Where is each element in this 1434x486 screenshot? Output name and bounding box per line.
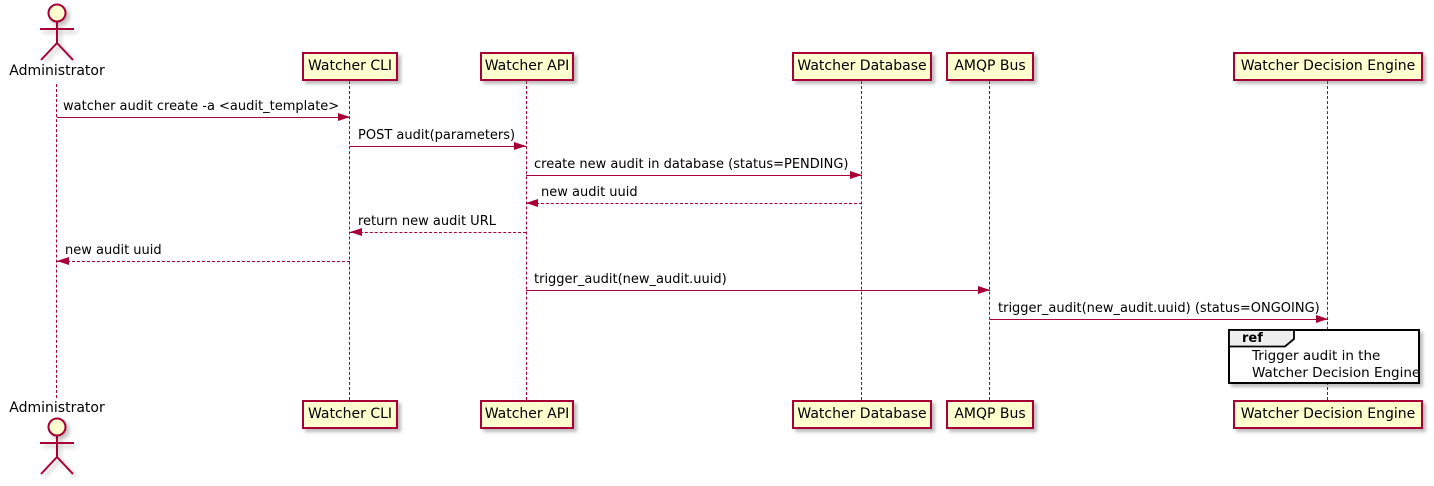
actor-icon	[40, 417, 74, 475]
message-line	[350, 146, 526, 147]
message-line	[526, 175, 862, 176]
participant-watcher-database-top: Watcher Database	[792, 52, 932, 81]
participant-watcher-api-bottom: Watcher API	[480, 400, 574, 429]
message-line	[526, 203, 862, 204]
message-line	[350, 232, 526, 233]
arrowhead-right-icon	[338, 113, 350, 121]
lifeline-watcher-cli	[349, 81, 350, 400]
participant-watcher-cli-top: Watcher CLI	[302, 52, 398, 81]
ref-text-line-1: Trigger audit in the	[1252, 348, 1381, 364]
participant-amqp-bus-bottom: AMQP Bus	[946, 400, 1034, 429]
ref-tag-pentagon-icon	[1228, 329, 1295, 348]
arrowhead-right-icon	[978, 286, 990, 294]
ref-fragment: ref Trigger audit in the Watcher Decisio…	[1228, 329, 1420, 384]
participant-watcher-cli-bottom: Watcher CLI	[302, 400, 398, 429]
ref-text-line-2: Watcher Decision Engine	[1252, 365, 1421, 381]
message-label: create new audit in database (status=PEN…	[534, 157, 849, 172]
message-label: new audit uuid	[65, 243, 162, 258]
arrowhead-left-icon	[350, 228, 362, 236]
ref-tag-label: ref	[1242, 331, 1263, 346]
message-label: trigger_audit(new_audit.uuid) (status=ON…	[998, 301, 1320, 316]
actor-icon	[40, 3, 74, 61]
participant-watcher-decision-engine-bottom: Watcher Decision Engine	[1233, 400, 1423, 429]
lifeline-watcher-database	[861, 81, 862, 400]
message-label: POST audit(parameters)	[358, 128, 516, 143]
actor-label-bottom: Administrator	[9, 400, 105, 416]
message-label: return new audit URL	[358, 214, 496, 229]
lifeline-administrator	[56, 84, 57, 398]
actor-label-top: Administrator	[9, 63, 105, 79]
message-line	[57, 117, 350, 118]
participant-watcher-api-top: Watcher API	[480, 52, 574, 81]
participant-amqp-bus-top: AMQP Bus	[946, 52, 1034, 81]
arrowhead-left-icon	[526, 199, 538, 207]
participant-watcher-decision-engine-top: Watcher Decision Engine	[1233, 52, 1423, 81]
message-label: trigger_audit(new_audit.uuid)	[534, 272, 727, 287]
message-line	[990, 319, 1328, 320]
lifeline-watcher-decision-engine	[1327, 81, 1328, 400]
arrowhead-right-icon	[850, 171, 862, 179]
message-line	[57, 261, 350, 262]
participant-watcher-database-bottom: Watcher Database	[792, 400, 932, 429]
arrowhead-right-icon	[514, 142, 526, 150]
lifeline-watcher-api	[526, 81, 527, 400]
lifeline-amqp-bus	[989, 81, 990, 400]
arrowhead-left-icon	[57, 257, 69, 265]
message-label: watcher audit create -a <audit_template>	[63, 99, 340, 114]
message-line	[526, 290, 990, 291]
message-label: new audit uuid	[541, 185, 638, 200]
arrowhead-right-icon	[1316, 315, 1328, 323]
